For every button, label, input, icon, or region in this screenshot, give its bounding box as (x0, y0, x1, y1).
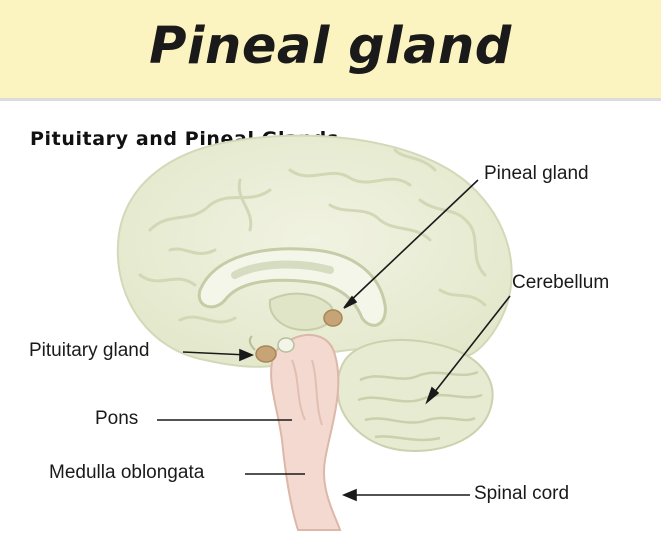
pineal-gland (323, 309, 343, 327)
label-cerebellum: Cerebellum (512, 272, 610, 293)
brainstem (270, 334, 342, 531)
label-pons: Pons (95, 408, 139, 429)
page-title: Pineal gland (149, 17, 512, 76)
leader-lines (157, 179, 511, 502)
cerebellum-folia (357, 370, 483, 442)
label-pituitary-gland: Pituitary gland (29, 340, 150, 361)
label-medulla-oblongata: Medulla oblongata (49, 462, 205, 483)
cerebellum (336, 339, 494, 452)
label-pineal-gland: Pineal gland (484, 163, 589, 184)
pituitary-gland (255, 345, 277, 363)
optic-chiasm (277, 337, 295, 353)
title-banner: Pineal gland (0, 0, 661, 101)
label-spinal-cord: Spinal cord (474, 483, 570, 504)
cortex-folds (138, 148, 487, 324)
